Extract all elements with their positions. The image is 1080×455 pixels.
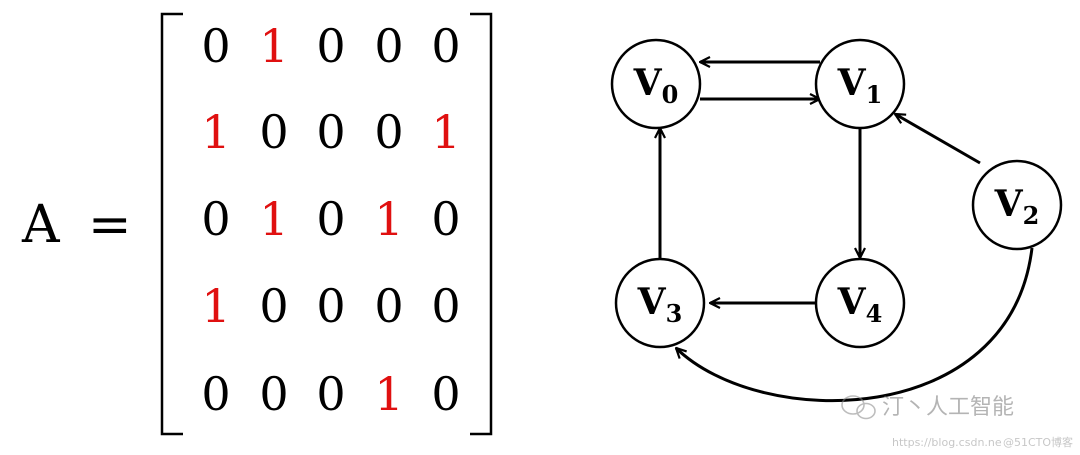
matrix-cell-r4-c2: 0 bbox=[316, 367, 345, 421]
node-v2: V2 bbox=[971, 159, 1063, 251]
graph-edges bbox=[660, 62, 1034, 403]
matrix-cell-r1-c4: 1 bbox=[431, 105, 460, 159]
node-v0-sub: 0 bbox=[662, 80, 679, 109]
matrix-brackets bbox=[160, 12, 493, 436]
node-v2-letter: V bbox=[994, 183, 1024, 225]
node-v2-sub: 2 bbox=[1023, 201, 1040, 230]
matrix-cell-r3-c2: 0 bbox=[316, 279, 345, 333]
matrix-label: A = bbox=[21, 195, 132, 255]
graph-nodes: V0 V1 V2 V3 V4 bbox=[610, 38, 1063, 349]
matrix-cell-r1-c1: 0 bbox=[259, 105, 288, 159]
node-v1-sub: 1 bbox=[866, 80, 883, 109]
edge-v2-v1 bbox=[895, 112, 981, 165]
watermark: 汀丶人工智能 https://blog.csdn.ne @51CTO博客 bbox=[841, 395, 1073, 449]
node-v4-letter: V bbox=[837, 281, 867, 323]
matrix-cell-r2-c2: 0 bbox=[316, 192, 345, 246]
matrix-cell-r4-c3: 1 bbox=[374, 367, 403, 421]
node-v4: V4 bbox=[814, 257, 906, 349]
matrix-cell-r0-c0: 0 bbox=[201, 19, 230, 73]
node-v1: V1 bbox=[814, 38, 906, 130]
matrix-cell-r3-c4: 0 bbox=[431, 279, 460, 333]
node-v0-letter: V bbox=[633, 62, 663, 104]
matrix-cell-r0-c4: 0 bbox=[431, 19, 460, 73]
svg-text:V0: V0 bbox=[633, 62, 679, 109]
watermark-site: @51CTO博客 bbox=[1003, 435, 1073, 449]
svg-text:V3: V3 bbox=[637, 281, 683, 328]
node-v0: V0 bbox=[610, 38, 702, 130]
matrix-cell-r1-c3: 0 bbox=[374, 105, 403, 159]
equals-sign: = bbox=[88, 195, 132, 255]
matrix-cell-r2-c3: 1 bbox=[374, 192, 403, 246]
matrix-cell-r0-c1: 1 bbox=[259, 19, 288, 73]
watermark-brand: 汀丶人工智能 bbox=[882, 395, 1014, 420]
node-v1-letter: V bbox=[837, 62, 867, 104]
matrix-cell-r3-c1: 0 bbox=[259, 279, 288, 333]
matrix-cell-r0-c2: 0 bbox=[316, 19, 345, 73]
matrix-name: A bbox=[21, 195, 61, 255]
svg-text:V2: V2 bbox=[994, 183, 1040, 230]
node-v3-sub: 3 bbox=[666, 299, 683, 328]
svg-text:V1: V1 bbox=[837, 62, 883, 109]
matrix-cell-r2-c1: 1 bbox=[259, 192, 288, 246]
watermark-url: https://blog.csdn.ne bbox=[892, 436, 1002, 449]
matrix-cell-r4-c1: 0 bbox=[259, 367, 288, 421]
svg-text:V4: V4 bbox=[837, 281, 883, 328]
matrix-cell-r2-c4: 0 bbox=[431, 192, 460, 246]
matrix-cell-r3-c3: 0 bbox=[374, 279, 403, 333]
matrix-cell-r4-c0: 0 bbox=[201, 367, 230, 421]
matrix-cell-r1-c2: 0 bbox=[316, 105, 345, 159]
matrix-cell-r3-c0: 1 bbox=[201, 279, 230, 333]
matrix-cell-r0-c3: 0 bbox=[374, 19, 403, 73]
wechat-icon bbox=[841, 395, 876, 420]
node-v4-sub: 4 bbox=[866, 299, 883, 328]
right-bracket bbox=[470, 12, 493, 436]
matrix-cell-r4-c4: 0 bbox=[431, 367, 460, 421]
edge-v2-v3 bbox=[676, 247, 1034, 403]
matrix-cell-r2-c0: 0 bbox=[201, 192, 230, 246]
left-bracket bbox=[160, 12, 183, 436]
matrix-cell-r1-c0: 1 bbox=[201, 105, 230, 159]
node-v3: V3 bbox=[614, 257, 706, 349]
node-v3-letter: V bbox=[637, 281, 667, 323]
